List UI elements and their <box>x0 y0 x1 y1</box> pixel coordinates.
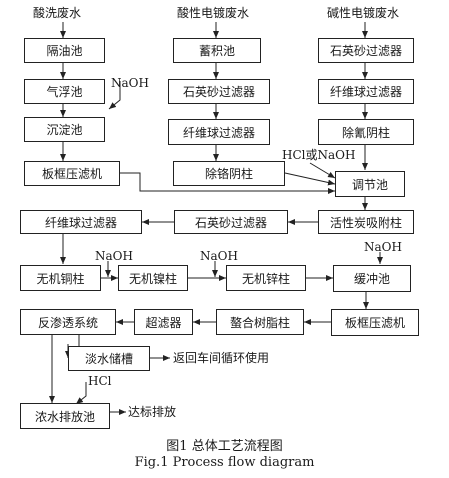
caption-chinese: 图1 总体工艺流程图 <box>166 439 283 454</box>
box-buffer-tank: 缓冲池 <box>333 265 411 292</box>
reagent-hcl: HCl <box>88 374 112 388</box>
arrow-chromium-to-regulating <box>284 172 336 186</box>
box-fiber-ball-filter-3: 纤维球过滤器 <box>20 210 142 234</box>
box-plate-filter-press-1: 板框压滤机 <box>24 161 120 186</box>
output-discharge: 达标排放 <box>128 405 177 419</box>
reagent-naoh-3: NaOH <box>364 240 402 254</box>
box-zinc-column: 无机锌柱 <box>226 265 306 291</box>
box-fiber-ball-filter-2: 纤维球过滤器 <box>318 79 414 104</box>
box-chelating-resin: 螯合树脂柱 <box>216 309 304 335</box>
box-copper-column: 无机铜柱 <box>20 265 101 291</box>
box-activated-carbon: 活性炭吸附柱 <box>318 210 414 234</box>
box-concentrate-tank: 浓水排放池 <box>20 403 110 429</box>
source-acid-wash: 酸洗废水 <box>33 6 82 20</box>
box-nickel-column: 无机镍柱 <box>118 265 188 291</box>
box-ultrafilter: 超滤器 <box>134 309 193 335</box>
arrow-press-1-to-regulating <box>120 172 335 194</box>
box-reverse-osmosis: 反渗透系统 <box>20 309 116 335</box>
box-sedimentation: 沉淀池 <box>24 117 105 142</box>
arrow-hcl-to-concentrate <box>75 382 87 405</box>
box-quartz-filter-1: 石英砂过滤器 <box>168 79 270 104</box>
box-oil-separation: 隔油池 <box>24 38 105 63</box>
box-chromium-removal: 除铬阴柱 <box>173 161 285 186</box>
reagent-naoh-2: NaOH <box>200 249 238 263</box>
reagent-naoh-1: NaOH <box>95 249 133 263</box>
box-quartz-filter-3: 石英砂过滤器 <box>174 210 288 234</box>
arrow-reagent-to-regulating <box>309 162 336 179</box>
arrow-naoh-to-flotation <box>108 81 121 110</box>
caption-english: Fig.1 Process flow diagram <box>134 455 315 470</box>
box-fiber-ball-filter-1: 纤维球过滤器 <box>168 119 270 145</box>
box-regulating-tank: 调节池 <box>335 171 405 197</box>
box-plate-filter-press-2: 板框压滤机 <box>331 309 419 336</box>
reagent-naoh-flotation: NaOH <box>111 76 149 90</box>
box-fresh-water-tank: 淡水储槽 <box>68 346 150 371</box>
reagent-hcl-or-naoh: HCl或NaOH <box>282 148 356 162</box>
box-storage-tank: 蓄积池 <box>173 38 261 63</box>
box-cyanide-removal: 除氰阴柱 <box>318 119 414 145</box>
source-acid-plating: 酸性电镀废水 <box>177 6 250 20</box>
box-air-flotation: 气浮池 <box>24 79 105 104</box>
output-return-workshop: 返回车间循环使用 <box>173 351 270 365</box>
source-alkaline-plating: 碱性电镀废水 <box>327 6 400 20</box>
box-quartz-filter-2: 石英砂过滤器 <box>318 38 414 63</box>
